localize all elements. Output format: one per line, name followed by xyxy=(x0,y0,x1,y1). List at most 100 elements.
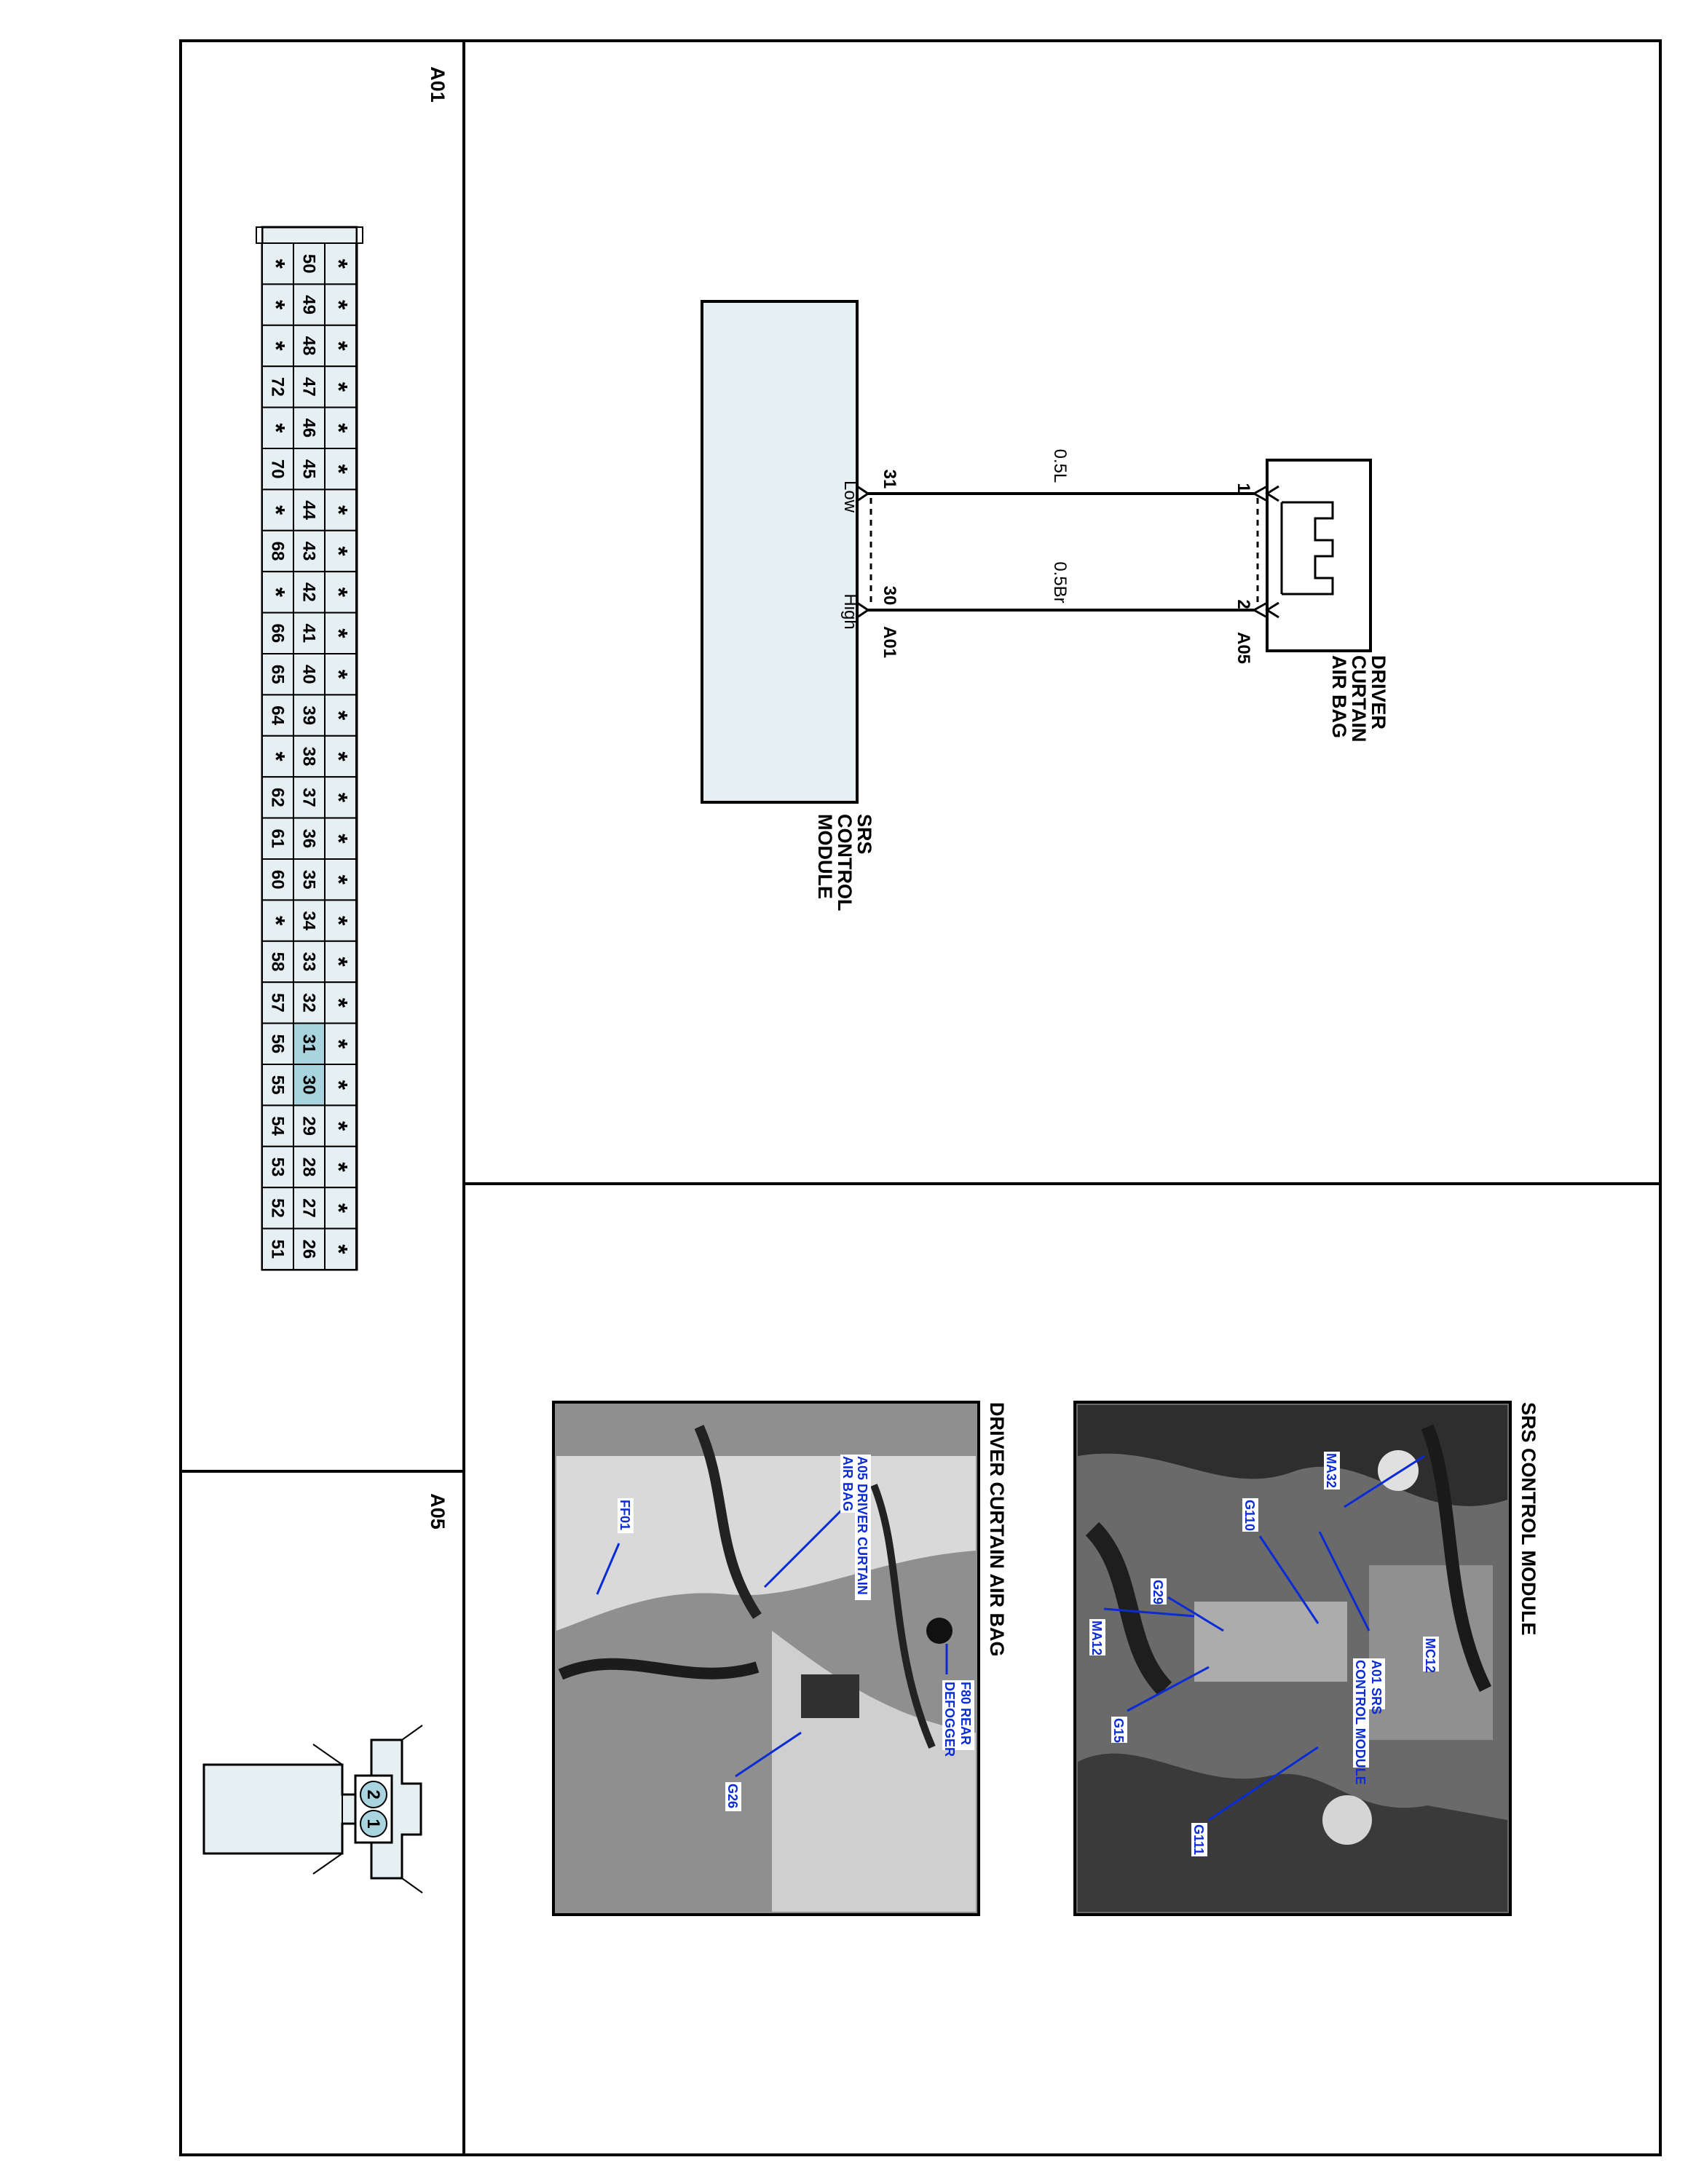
svg-text:*: * xyxy=(325,875,352,885)
a01-pin-label: * xyxy=(325,875,352,885)
svg-text:A01 SRS: A01 SRS xyxy=(1369,1660,1384,1714)
a01-pin-label: 48 xyxy=(299,336,319,356)
a01-pin-cell xyxy=(261,612,294,654)
svg-text:MA12: MA12 xyxy=(1089,1621,1104,1655)
a01-pin-label: 62 xyxy=(268,788,288,807)
a01-pin-label: * xyxy=(325,464,352,475)
curtain-photo-title: DRIVER CURTAIN AIR BAG xyxy=(986,1402,1008,1657)
a01-pin-grid: ***72*70*68*666564*626160*58575655545352… xyxy=(261,242,357,1270)
callout-f80-rear: F80 REAR xyxy=(958,1680,974,1750)
module-low-label: Low xyxy=(840,480,860,513)
a01-pin-label: 60 xyxy=(268,870,288,890)
callout-g29: G29 xyxy=(1151,1578,1167,1605)
a01-panel-title: A01 xyxy=(427,66,449,103)
svg-text:*: * xyxy=(262,423,290,433)
svg-text:*: * xyxy=(325,423,352,433)
svg-text:F80 REAR: F80 REAR xyxy=(958,1682,973,1745)
a01-pin-label: 45 xyxy=(299,459,319,479)
svg-text:*: * xyxy=(325,711,352,721)
svg-text:1: 1 xyxy=(363,1819,383,1828)
svg-text:Low: Low xyxy=(840,480,860,513)
a01-pin-label: 34 xyxy=(299,911,319,930)
curtain-airbag-photo xyxy=(552,1401,980,1916)
sheet-frame xyxy=(179,39,1662,2156)
a01-pin-cell xyxy=(261,1064,294,1107)
svg-text:*: * xyxy=(262,751,290,761)
a01-pin-cell xyxy=(324,365,357,408)
a01-pin-cell xyxy=(324,1227,357,1270)
svg-text:*: * xyxy=(325,546,352,556)
a05-pin-2-label: 2 xyxy=(1234,599,1253,609)
a01-pin-cell xyxy=(324,1145,357,1189)
svg-text:*: * xyxy=(325,1039,352,1049)
a01-pin-label: * xyxy=(325,505,352,515)
a01-pin-label: 41 xyxy=(299,623,319,643)
svg-text:66: 66 xyxy=(268,623,288,643)
svg-text:G29: G29 xyxy=(1151,1580,1165,1605)
svg-text:44: 44 xyxy=(299,500,319,520)
svg-text:46: 46 xyxy=(299,418,319,438)
a01-pin-label: * xyxy=(325,998,352,1008)
svg-text:A05 DRIVER CURTAIN: A05 DRIVER CURTAIN xyxy=(855,1456,869,1595)
a01-pin-label: * xyxy=(325,300,352,310)
svg-text:DEFOGGER: DEFOGGER xyxy=(942,1682,957,1757)
a01-pin-cell xyxy=(324,1022,357,1065)
a01-pin-label: 44 xyxy=(299,500,319,520)
a01-pin-cell xyxy=(293,571,326,614)
wire-label-0.5L: 0.5L xyxy=(1050,449,1070,483)
a01-pin-cell xyxy=(293,981,326,1024)
a01-pin-cell xyxy=(324,858,357,901)
svg-text:*: * xyxy=(325,464,352,475)
svg-text:AIR BAG: AIR BAG xyxy=(840,1456,855,1511)
svg-text:26: 26 xyxy=(299,1239,319,1259)
a01-pin-cell xyxy=(293,612,326,654)
callout-mc12: MC12 xyxy=(1423,1637,1439,1673)
svg-text:*: * xyxy=(325,957,352,967)
a01-pin-cell xyxy=(293,1187,326,1230)
a01-pin-label: 55 xyxy=(268,1075,288,1095)
svg-text:33: 33 xyxy=(299,952,319,972)
a01-pin-label: 61 xyxy=(268,828,288,848)
a01-pin-cell xyxy=(261,940,294,984)
svg-text:68: 68 xyxy=(268,542,288,561)
a01-pin-label: * xyxy=(325,341,352,351)
svg-text:*: * xyxy=(325,341,352,351)
svg-text:54: 54 xyxy=(268,1116,288,1136)
callout-control-module: CONTROL MODULE xyxy=(1353,1658,1369,1785)
svg-text:58: 58 xyxy=(268,952,288,972)
a01-pin-label: 50 xyxy=(299,254,319,274)
a01-pin-cell xyxy=(261,899,294,942)
svg-text:32: 32 xyxy=(299,993,319,1013)
svg-text:MA32: MA32 xyxy=(1324,1453,1338,1488)
module-high-label: High xyxy=(840,593,860,629)
svg-text:SRSCONTROLMODULE: SRSCONTROLMODULE xyxy=(814,814,875,911)
curtain-photo-callouts xyxy=(596,1498,948,1778)
a05-pin-1-label: 1 xyxy=(1234,483,1253,492)
svg-text:*: * xyxy=(325,587,352,598)
a01-pin-label: * xyxy=(262,751,290,761)
a01-pin-label: 29 xyxy=(299,1116,319,1136)
svg-text:DRIVERCURTAINAIR BAG: DRIVERCURTAINAIR BAG xyxy=(1328,655,1389,742)
a01-pin-cell xyxy=(261,776,294,819)
srs-control-module-label: SRSCONTROLMODULE xyxy=(814,814,875,911)
a01-pin-cell xyxy=(324,776,357,819)
srs-control-module-box xyxy=(701,300,859,804)
svg-text:*: * xyxy=(325,670,352,680)
svg-text:35: 35 xyxy=(299,870,319,890)
svg-text:65: 65 xyxy=(268,665,288,684)
a01-pin-label: * xyxy=(325,670,352,680)
a01-pin-label: 32 xyxy=(299,993,319,1013)
a01-pin-label: * xyxy=(325,957,352,967)
a01-pin-cell xyxy=(324,242,357,285)
a01-pin-label: 49 xyxy=(299,295,319,314)
a01-pin-label: 64 xyxy=(268,705,288,725)
a01-pin-cell xyxy=(324,1104,357,1147)
a01-pin-label: 30 xyxy=(299,1075,319,1095)
a01-pin-31-label: 31 xyxy=(880,470,899,489)
svg-text:31: 31 xyxy=(880,470,899,489)
svg-text:41: 41 xyxy=(299,623,319,643)
a01-pin-cell xyxy=(324,1064,357,1107)
a01-pin-cell xyxy=(324,283,357,326)
svg-text:72: 72 xyxy=(268,377,288,397)
svg-text:*: * xyxy=(325,1203,352,1214)
